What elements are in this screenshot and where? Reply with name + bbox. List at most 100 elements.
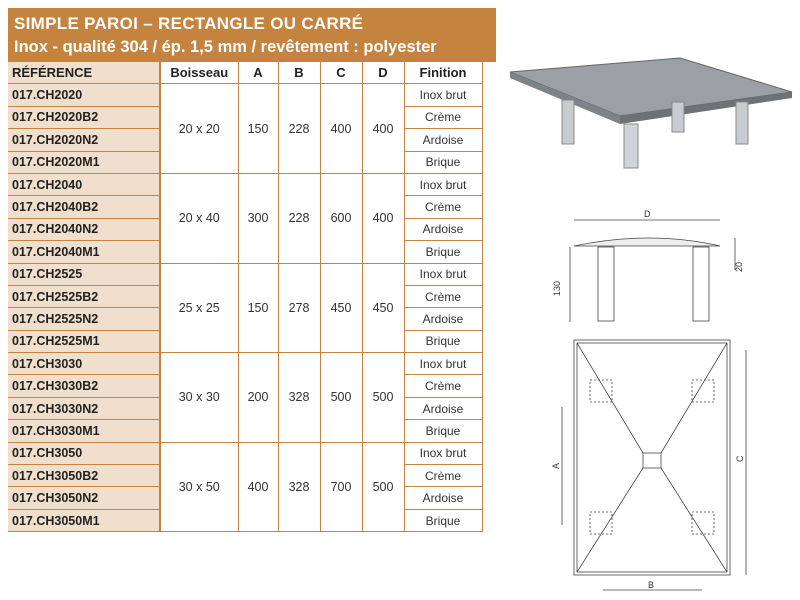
table-row: 017.CH3050B2 Crème <box>8 464 483 488</box>
table-row: 017.CH2525B2 Crème <box>8 284 483 309</box>
reference-cell: 017.CH2040B2 <box>8 195 161 219</box>
reference-cell: 017.CH3050B2 <box>8 464 161 488</box>
finition-cell: Ardoise <box>403 217 483 242</box>
table-row: 017.CH3030B2 Crème <box>8 374 483 398</box>
finition-cell: Brique <box>403 150 483 174</box>
finition-cell: Inox brut <box>403 441 483 466</box>
col-reference: RÉFÉRENCE <box>8 62 161 85</box>
b-cell: 278 <box>277 262 321 354</box>
boisseau-cell: 25 x 25 <box>159 262 239 354</box>
boisseau-cell: 30 x 50 <box>159 441 239 533</box>
reference-cell: 017.CH2040M1 <box>8 240 161 264</box>
finition-cell: Inox brut <box>403 172 483 197</box>
reference-cell: 017.CH3030 <box>8 352 161 376</box>
c-cell: 700 <box>319 441 363 533</box>
boisseau-cell: 30 x 30 <box>159 352 239 443</box>
finition-cell: Crème <box>403 105 483 130</box>
finition-cell: Crème <box>403 464 483 488</box>
c-cell: 450 <box>319 262 363 354</box>
b-cell: 328 <box>277 352 321 443</box>
title: SIMPLE PAROI – RECTANGLE OU CARRÉ <box>14 14 364 33</box>
reference-cell: 017.CH3050 <box>8 441 161 466</box>
finition-cell: Inox brut <box>403 352 483 376</box>
reference-cell: 017.CH2525B2 <box>8 284 161 309</box>
spec-table: RÉFÉRENCE Boisseau A B C D Finition 017.… <box>8 62 483 533</box>
col-boisseau: Boisseau <box>159 62 239 85</box>
dim-130: 130 <box>552 281 562 296</box>
finition-cell: Ardoise <box>403 307 483 331</box>
reference-cell: 017.CH2525 <box>8 262 161 286</box>
reference-cell: 017.CH2020 <box>8 83 161 107</box>
reference-cell: 017.CH2040N2 <box>8 217 161 242</box>
boisseau-cell: 20 x 20 <box>159 83 239 174</box>
table-row: 017.CH2020B2 Crème <box>8 105 483 130</box>
table-row: 017.CH2525N2 Ardoise <box>8 307 483 331</box>
c-cell: 500 <box>319 352 363 443</box>
reference-cell: 017.CH2020B2 <box>8 105 161 130</box>
c-cell: 600 <box>319 172 363 264</box>
table-row: 017.CH2020M1 Brique <box>8 150 483 174</box>
boisseau-cell: 20 x 40 <box>159 172 239 264</box>
d-cell: 450 <box>361 262 405 354</box>
dim-c: C <box>735 455 745 462</box>
a-cell: 400 <box>237 441 279 533</box>
reference-cell: 017.CH2525N2 <box>8 307 161 331</box>
reference-cell: 017.CH3050N2 <box>8 486 161 510</box>
subtitle: Inox - qualité 304 / ép. 1,5 mm / revête… <box>14 38 437 56</box>
table-row: 017.CH2040N2 Ardoise <box>8 217 483 242</box>
a-cell: 300 <box>237 172 279 264</box>
finition-cell: Brique <box>403 240 483 264</box>
b-cell: 228 <box>277 172 321 264</box>
d-cell: 500 <box>361 352 405 443</box>
reference-cell: 017.CH3030B2 <box>8 374 161 398</box>
finition-cell: Inox brut <box>403 262 483 286</box>
a-cell: 150 <box>237 83 279 174</box>
col-c: C <box>319 62 363 85</box>
d-cell: 500 <box>361 441 405 533</box>
c-cell: 400 <box>319 83 363 174</box>
technical-drawing: D 130 20 A C B <box>551 209 747 591</box>
dim-b: B <box>648 580 654 590</box>
finition-cell: Brique <box>403 508 483 533</box>
reference-cell: 017.CH2525M1 <box>8 329 161 354</box>
a-cell: 150 <box>237 262 279 354</box>
reference-cell: 017.CH3050M1 <box>8 508 161 533</box>
finition-cell: Ardoise <box>403 128 483 152</box>
dim-d: D <box>644 209 651 219</box>
finition-cell: Ardoise <box>403 486 483 510</box>
finition-cell: Inox brut <box>403 83 483 107</box>
table-row: 017.CH2525M1 Brique <box>8 329 483 354</box>
reference-cell: 017.CH3030M1 <box>8 419 161 443</box>
finition-cell: Brique <box>403 329 483 354</box>
col-b: B <box>277 62 321 85</box>
reference-cell: 017.CH2020M1 <box>8 150 161 174</box>
header-band: SIMPLE PAROI – RECTANGLE OU CARRÉ Inox -… <box>8 8 496 62</box>
b-cell: 228 <box>277 83 321 174</box>
finition-cell: Crème <box>403 195 483 219</box>
header-row: RÉFÉRENCE Boisseau A B C D Finition <box>8 62 483 85</box>
table-row: 017.CH3050N2 Ardoise <box>8 486 483 510</box>
dim-20: 20 <box>734 262 744 272</box>
reference-cell: 017.CH2020N2 <box>8 128 161 152</box>
d-cell: 400 <box>361 83 405 174</box>
col-d: D <box>361 62 405 85</box>
finition-cell: Crème <box>403 284 483 309</box>
col-a: A <box>237 62 279 85</box>
reference-cell: 017.CH3030N2 <box>8 396 161 421</box>
a-cell: 200 <box>237 352 279 443</box>
col-finition: Finition <box>403 62 483 85</box>
b-cell: 328 <box>277 441 321 533</box>
finition-cell: Crème <box>403 374 483 398</box>
table-row: 017.CH2040M1 Brique <box>8 240 483 264</box>
reference-cell: 017.CH2040 <box>8 172 161 197</box>
finition-cell: Brique <box>403 419 483 443</box>
product-3d-view <box>509 57 793 169</box>
table-row: 017.CH3050M1 Brique <box>8 508 483 533</box>
d-cell: 400 <box>361 172 405 264</box>
